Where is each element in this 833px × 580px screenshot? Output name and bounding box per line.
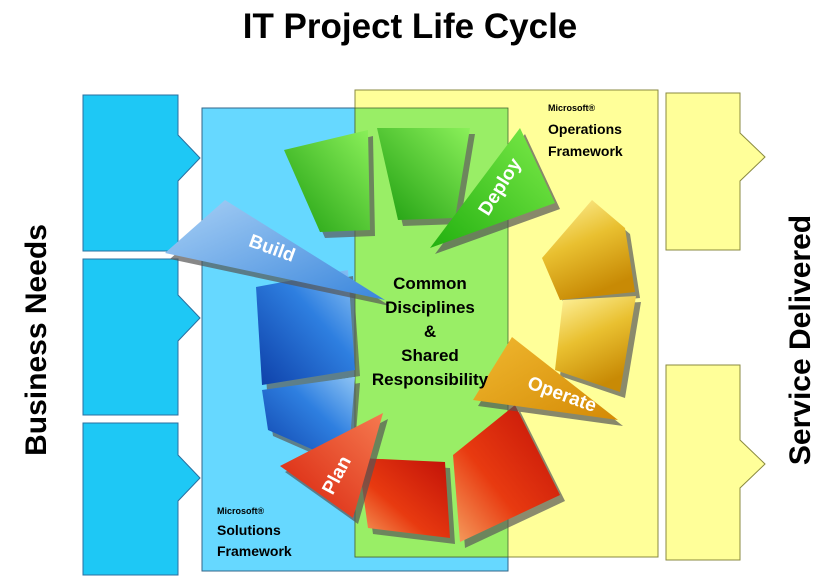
output-arrows [665, 92, 766, 561]
operations-brand: Microsoft® [548, 103, 596, 113]
plan-triangle [280, 413, 383, 518]
solutions-brand: Microsoft® [217, 506, 265, 516]
center-line: & [424, 322, 436, 341]
service-delivered-label: Service Delivered [784, 215, 817, 465]
operations-line2: Framework [548, 143, 623, 159]
business-needs-label: Business Needs [20, 224, 53, 456]
input-arrows [82, 94, 201, 576]
ring-segment-plan [453, 405, 560, 542]
ring-segment-operate [542, 200, 635, 300]
operations-line1: Operations [548, 121, 622, 137]
ring-segment-build [256, 270, 355, 385]
diagram-title: IT Project Life Cycle [243, 7, 578, 46]
solutions-framework-label: Microsoft® Solutions Framework [217, 506, 292, 559]
solutions-line1: Solutions [217, 522, 281, 538]
deploy-triangle [430, 128, 555, 248]
output-arrow [665, 92, 766, 251]
center-line: Common [393, 274, 467, 293]
ring-segment-deploy [284, 130, 370, 232]
input-arrow [82, 422, 201, 576]
operate-triangle [473, 337, 618, 420]
build-triangle [165, 200, 385, 300]
ring-segment-deploy [377, 128, 470, 220]
life-cycle-ring [256, 128, 641, 548]
center-line: Responsibility [372, 370, 489, 389]
ring-segment-plan [358, 458, 450, 538]
operations-framework-label: Microsoft® Operations Framework [548, 103, 623, 159]
output-arrow [665, 364, 766, 561]
ring-segment-operate [555, 296, 636, 392]
input-arrow [82, 258, 201, 416]
input-arrow [82, 94, 201, 252]
center-line: Disciplines [385, 298, 475, 317]
solutions-line2: Framework [217, 543, 292, 559]
center-text: Common Disciplines & Shared Responsibili… [372, 274, 489, 389]
phase-triangles [165, 128, 623, 524]
center-line: Shared [401, 346, 459, 365]
